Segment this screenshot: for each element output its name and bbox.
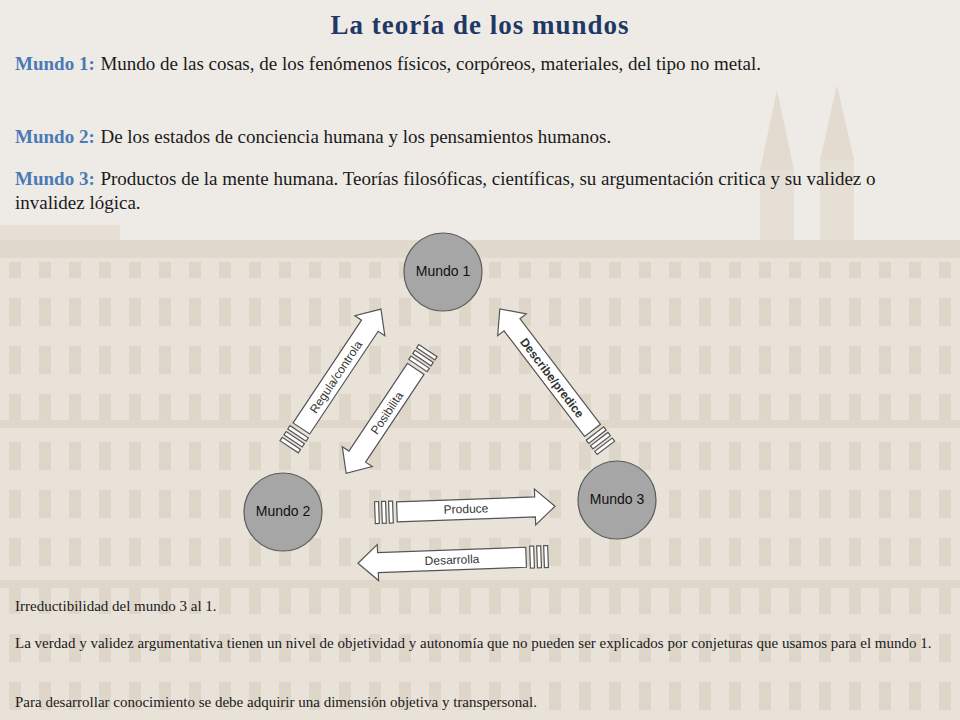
arrow-label: Produce — [441, 502, 490, 518]
world-key: Mundo 1: — [15, 53, 95, 74]
block-arrow — [498, 309, 615, 455]
world-label: Mundo 3 — [590, 491, 644, 509]
arrow-body — [293, 309, 385, 434]
text-paragraph: Irreductibilidad del mundo 3 al 1. — [15, 597, 945, 616]
block-arrow — [358, 545, 548, 581]
text-paragraph: Para desarrollar conocimiento se debe ad… — [15, 693, 945, 712]
note-text: Mundo de las cosas, de los fenómenos fís… — [100, 53, 761, 74]
text-paragraph: La verdad y validez argumentativa tienen… — [15, 634, 945, 653]
world-label: Mundo 2 — [256, 503, 310, 521]
circle-text-holder: Mundo 1 — [403, 232, 483, 312]
arrow-tail-mark — [288, 426, 309, 442]
arrow-label: Desarrolla — [422, 552, 481, 568]
world-label: Mundo 1 — [416, 263, 470, 281]
world-key: Mundo 2: — [15, 126, 95, 147]
arrow-tail-mark — [409, 356, 430, 372]
world-circle: Mundo 2 — [243, 472, 323, 552]
arrow-tail-mark — [382, 501, 387, 523]
arrow-body — [397, 489, 555, 525]
note-text: De los estados de conciencia humana y lo… — [100, 126, 611, 147]
world-circle: Mundo 1 — [403, 232, 483, 312]
slide-title: La teoría de los mundos — [0, 10, 960, 41]
text-paragraph: Mundo 2:De los estados de conciencia hum… — [15, 125, 945, 149]
block-arrow — [342, 344, 437, 473]
world-key: Mundo 3: — [15, 168, 95, 189]
circle-text-holder: Mundo 2 — [243, 472, 323, 552]
arrow-tail-mark — [530, 546, 535, 568]
note-text: La verdad y validez argumentativa tienen… — [15, 635, 932, 651]
arrow-body — [358, 545, 526, 581]
arrow-body — [498, 309, 601, 437]
arrow-body — [342, 363, 424, 473]
text-paragraph: Mundo 1:Mundo de las cosas, de los fenóm… — [15, 52, 945, 76]
arrow-tail-mark — [375, 502, 380, 524]
arrow-tail-mark — [544, 545, 549, 567]
circle-text-holder: Mundo 3 — [577, 460, 657, 540]
text-paragraph: Mundo 3:Productos de la mente humana. Te… — [15, 167, 945, 215]
arrow-tail-mark — [537, 546, 542, 568]
note-text: Para desarrollar conocimiento se debe ad… — [15, 694, 537, 710]
note-text: Productos de la mente humana. Teorías fi… — [15, 168, 876, 213]
note-text: Irreductibilidad del mundo 3 al 1. — [15, 598, 217, 614]
world-circle: Mundo 3 — [577, 460, 657, 540]
arrow-tail-mark — [586, 427, 606, 444]
arrow-tail-mark — [389, 501, 394, 523]
block-arrow — [375, 489, 555, 525]
